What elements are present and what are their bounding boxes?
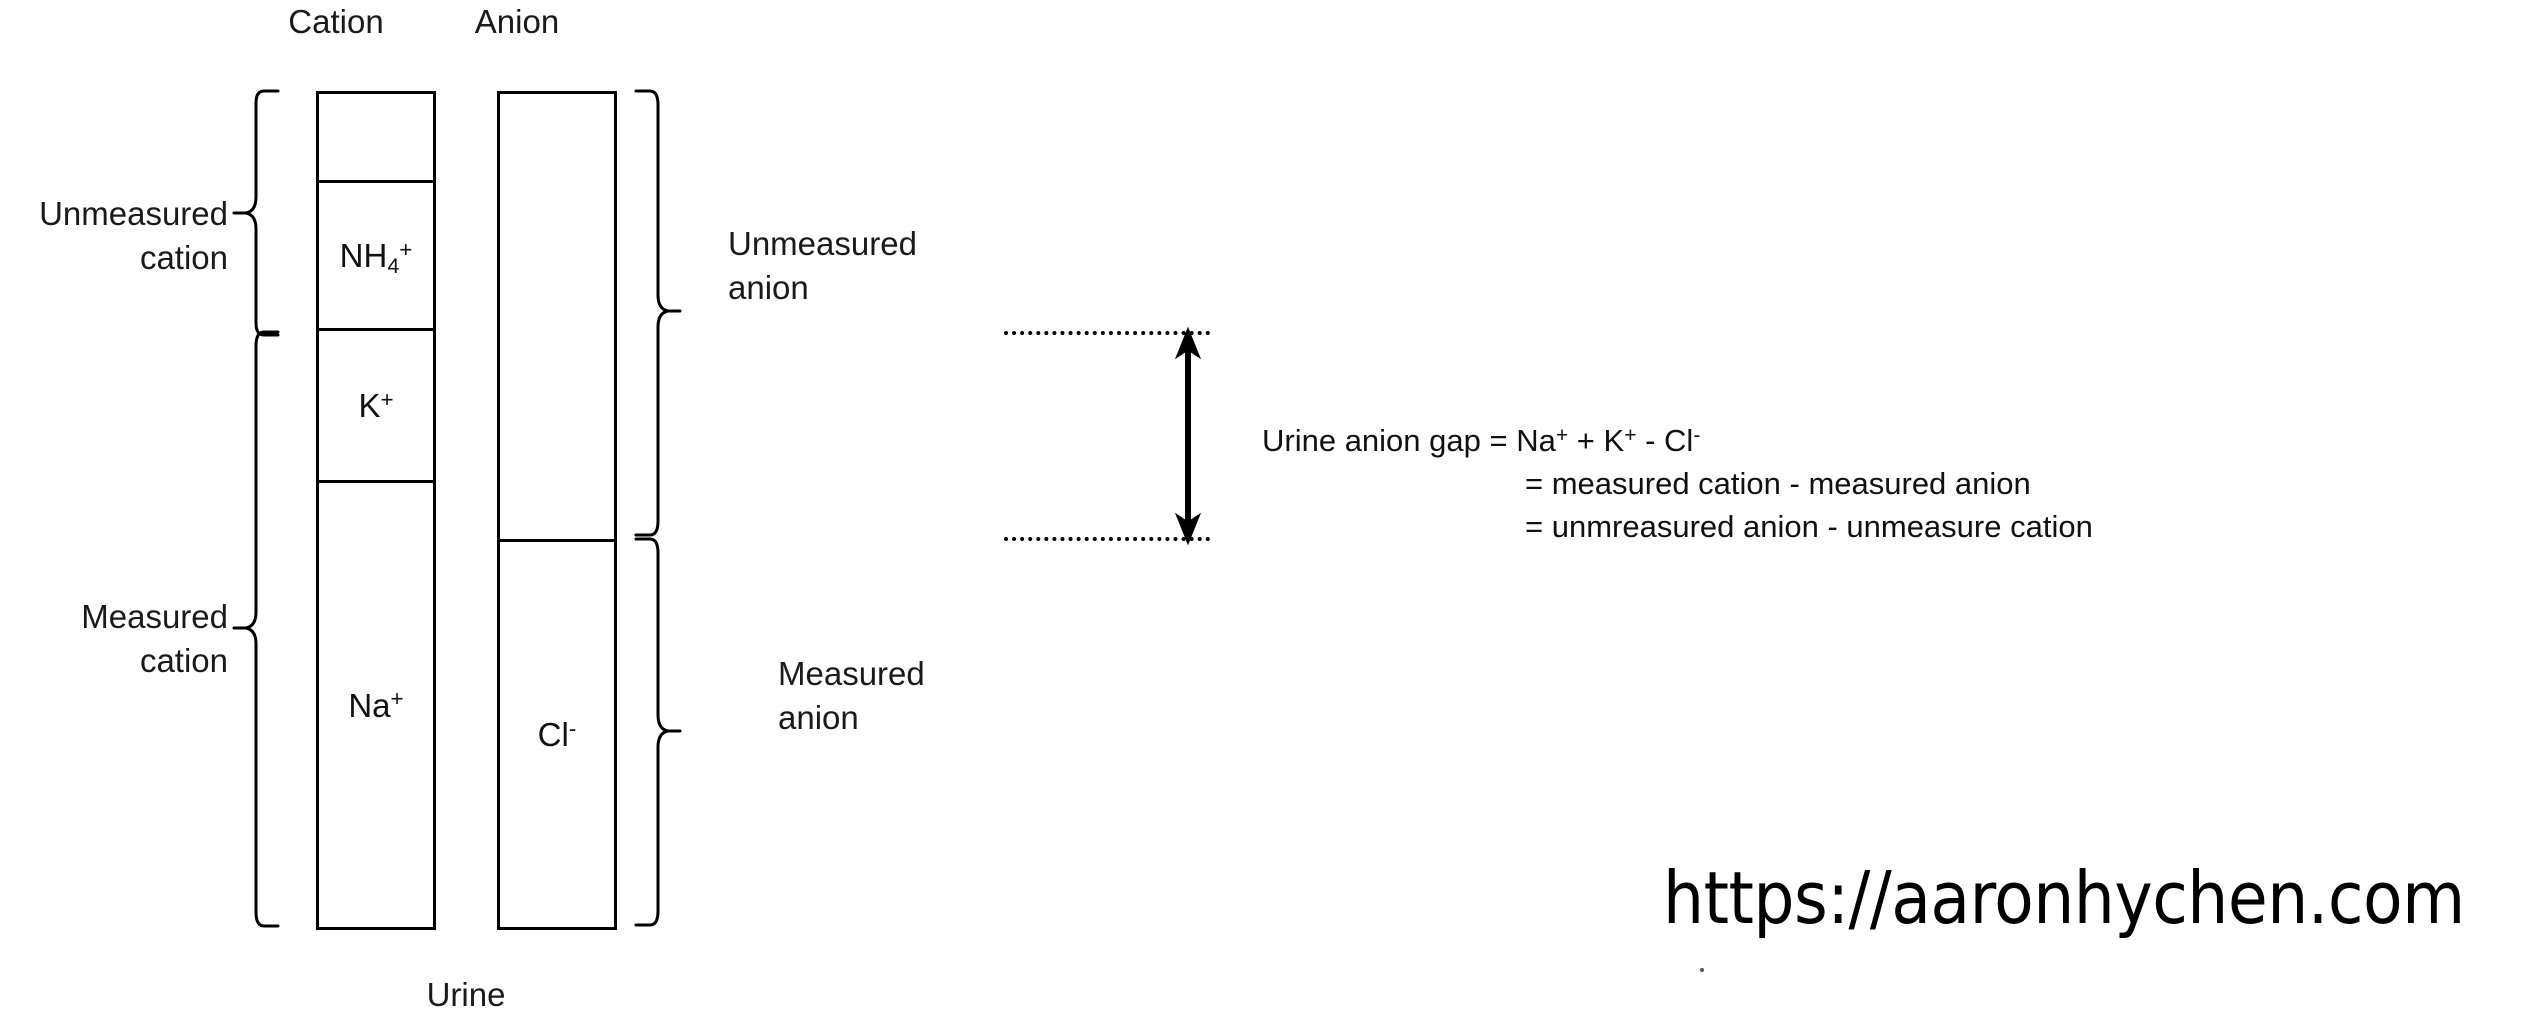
cation-bar: NH4+ K+ Na+ (316, 91, 436, 930)
equation-line-1-prefix: Urine anion gap = (1262, 423, 1517, 458)
anion-segment-chloride: Cl- (500, 539, 614, 927)
chloride-label: Cl- (537, 715, 577, 753)
sodium-label: Na+ (348, 686, 404, 724)
watermark-url: https://aaronhychen.com (1663, 856, 2465, 940)
gap-dotted-leader-bottom (1004, 537, 1210, 541)
label-measured-anion: Measured anion (778, 652, 1118, 739)
brace-measured-cation (232, 326, 280, 938)
brace-measured-anion (634, 533, 682, 937)
potassium-label: K+ (358, 386, 394, 424)
brace-unmeasured-cation (232, 85, 280, 341)
label-measured-anion-line1: Measured (778, 655, 925, 692)
cation-segment-potassium: K+ (319, 328, 433, 480)
label-unmeasured-cation: Unmeasured cation (8, 192, 228, 279)
column-header-anion: Anion (474, 3, 560, 40)
label-measured-cation-line1: Measured (81, 598, 228, 635)
bottom-caption-urine: Urine (426, 976, 506, 1013)
label-unmeasured-anion-line2: anion (728, 268, 809, 306)
column-header-cation: Cation (288, 3, 384, 40)
stray-dot (1700, 968, 1704, 972)
anion-bar: Cl- (497, 91, 617, 930)
cation-segment-ammonium: NH4+ (319, 180, 433, 328)
equation-line-2: = measured cation - measured anion (1525, 466, 2031, 501)
equation-line-1-expression: Na+ + K+ - Cl- (1516, 423, 1701, 458)
brace-unmeasured-anion (634, 85, 682, 547)
label-unmeasured-anion: Unmeasured anion (728, 222, 1068, 309)
label-unmeasured-cation-line2: cation (139, 238, 228, 276)
label-unmeasured-anion-line1: Unmeasured (728, 225, 917, 262)
label-measured-cation-line2: cation (139, 641, 228, 679)
cation-segment-sodium: Na+ (319, 480, 433, 927)
equation-line-3: = unmreasured anion - unmeasure cation (1525, 509, 2093, 544)
label-unmeasured-cation-line1: Unmeasured (39, 195, 228, 232)
ammonium-label: NH4+ (339, 236, 413, 278)
urine-anion-gap-double-arrow-icon (1170, 326, 1206, 546)
cation-segment-unlabeled (319, 94, 433, 180)
anion-segment-unlabeled (500, 94, 614, 539)
equation-line-1: Urine anion gap = Na+ + K+ - Cl- (1262, 423, 1701, 458)
label-measured-cation: Measured cation (8, 595, 228, 682)
label-measured-anion-line2: anion (778, 698, 859, 736)
gap-dotted-leader-top (1004, 331, 1210, 335)
